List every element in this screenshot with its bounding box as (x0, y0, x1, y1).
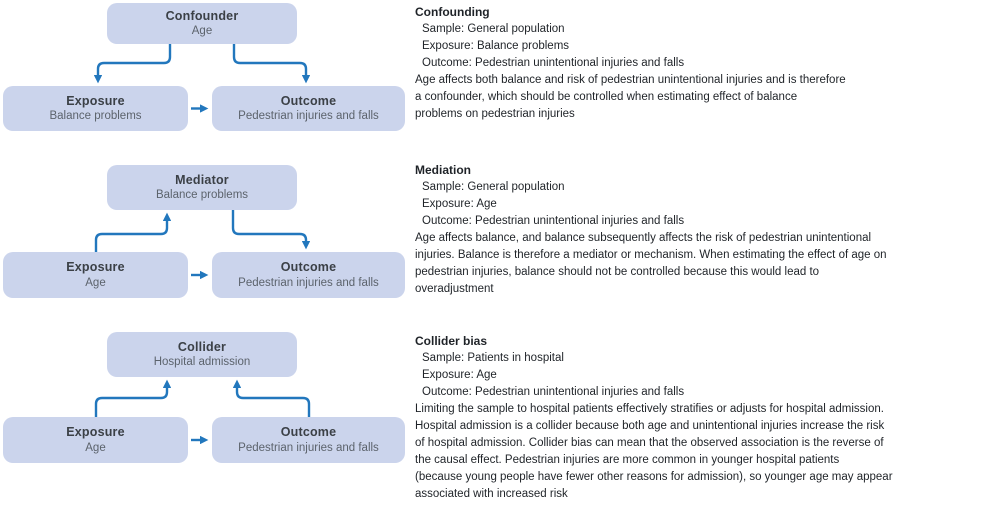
exposure-node-label: Balance problems (49, 110, 142, 123)
outcome-node-role: Outcome (280, 260, 337, 274)
confounding-heading: Confounding (415, 5, 490, 19)
confounder-node-label: Age (191, 25, 213, 38)
mediation-outcome-line: Outcome: Pedestrian unintentional injuri… (422, 215, 685, 227)
confounder-node: Confounder Age (107, 3, 297, 44)
exposure-node-confounding: Exposure Balance problems (3, 86, 188, 131)
mediator-node: Mediator Balance problems (107, 165, 297, 210)
exposure-node-mediation: Exposure Age (3, 252, 188, 298)
confounding-description: Age affects both balance and risk of ped… (415, 74, 846, 120)
outcome-node-role: Outcome (280, 93, 337, 108)
confounding-text-block: Confounding Sample: General population E… (415, 4, 1000, 123)
exposure-node-label: Age (85, 441, 106, 454)
exposure-node-role: Exposure (66, 260, 125, 274)
exposure-node-collider: Exposure Age (3, 417, 188, 463)
mediator-to-outcome-arrow (231, 210, 311, 250)
collider-node: Collider Hospital admission (107, 332, 297, 377)
mediation-text-block: Mediation Sample: General population Exp… (415, 162, 1000, 298)
confounding-exposure-line: Exposure: Balance problems (422, 40, 570, 52)
collider-node-label: Hospital admission (153, 356, 251, 369)
collider-bias-heading: Collider bias (415, 334, 488, 348)
arrow-layer (93, 44, 311, 445)
confounding-outcome-line: Outcome: Pedestrian unintentional injuri… (422, 57, 685, 69)
exposure-node-role: Exposure (66, 93, 125, 108)
outcome-node-collider: Outcome Pedestrian injuries and falls (212, 417, 405, 463)
collider-bias-text-block: Collider bias Sample: Patients in hospit… (415, 333, 1000, 503)
collider-bias-sample-line: Sample: Patients in hospital (422, 352, 564, 364)
collider-bias-outcome-line: Outcome: Pedestrian unintentional injuri… (422, 386, 685, 398)
exposure-node-role: Exposure (66, 425, 125, 439)
collider-node-role: Collider (177, 339, 227, 354)
collider-bias-description: Limiting the sample to hospital patients… (415, 403, 893, 500)
confounder-to-outcome-arrow (232, 44, 311, 84)
mediator-node-label: Balance problems (155, 189, 249, 202)
outcome-to-collider-arrow (232, 379, 311, 417)
outcome-node-role: Outcome (280, 425, 337, 439)
mediation-description: Age affects balance, and balance subsequ… (415, 232, 887, 295)
mediation-exposure-line: Exposure: Age (422, 198, 497, 210)
confounding-sample-line: Sample: General population (422, 23, 565, 35)
mediation-heading: Mediation (415, 163, 471, 177)
mediation-sample-line: Sample: General population (422, 181, 565, 193)
outcome-node-mediation: Outcome Pedestrian injuries and falls (212, 252, 405, 298)
exposure-to-mediator-arrow (94, 212, 172, 252)
confounder-node-role: Confounder (165, 8, 239, 23)
mediator-node-role: Mediator (175, 172, 229, 187)
exposure-node-label: Age (85, 276, 106, 289)
collider-bias-exposure-line: Exposure: Age (422, 369, 497, 381)
outcome-node-label: Pedestrian injuries and falls (238, 441, 379, 454)
confounder-to-exposure-arrow (93, 44, 172, 84)
outcome-node-label: Pedestrian injuries and falls (238, 276, 379, 289)
exposure-to-collider-arrow (94, 379, 172, 417)
outcome-node-label: Pedestrian injuries and falls (238, 110, 379, 123)
outcome-node-confounding: Outcome Pedestrian injuries and falls (212, 86, 405, 131)
